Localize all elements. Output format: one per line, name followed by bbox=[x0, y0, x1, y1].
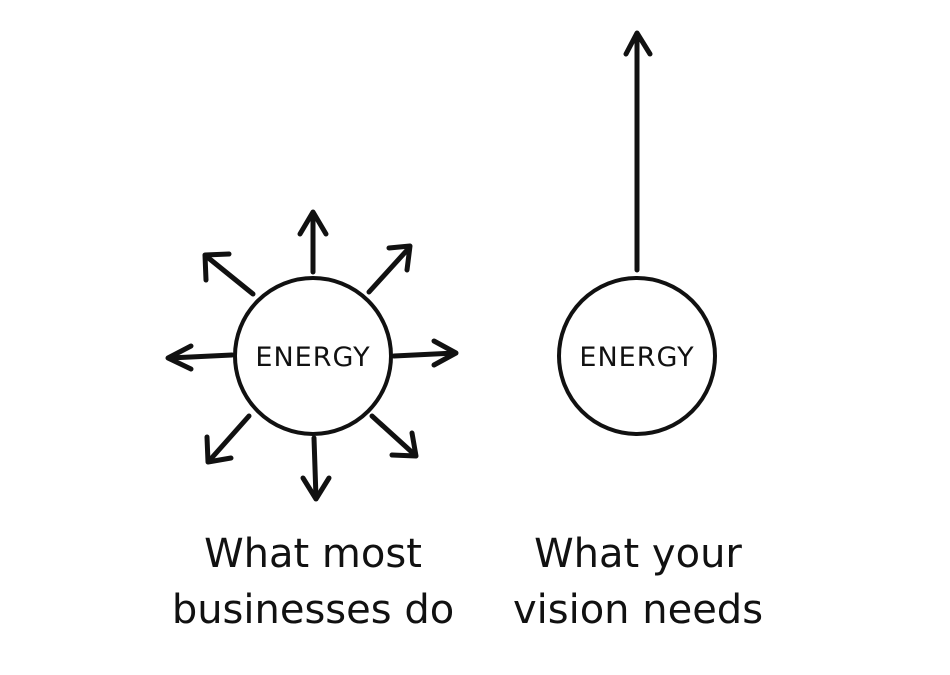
caption-left-line1: What most bbox=[204, 531, 422, 577]
arrow-up-right bbox=[366, 243, 413, 295]
focused-energy-group: ENERGY bbox=[557, 30, 717, 436]
energy-label-right: ENERGY bbox=[579, 342, 694, 373]
arrow-down-left bbox=[204, 413, 252, 465]
arrow-up-left bbox=[202, 251, 256, 297]
caption-scattered: What most businesses do bbox=[163, 526, 463, 638]
energy-circle-left bbox=[233, 276, 393, 436]
arrow-right bbox=[391, 338, 459, 368]
energy-circle-right bbox=[557, 276, 717, 436]
arrow-down bbox=[300, 435, 332, 502]
scattered-energy-group: ENERGY bbox=[165, 209, 459, 502]
arrow-down-right bbox=[369, 413, 419, 459]
energy-label-left: ENERGY bbox=[255, 342, 370, 373]
caption-left-line2: businesses do bbox=[171, 587, 455, 633]
arrow-up bbox=[297, 209, 329, 275]
caption-right-line1: What your bbox=[534, 531, 742, 577]
arrow-left bbox=[165, 343, 235, 372]
caption-focused: What your vision needs bbox=[488, 526, 788, 638]
arrow-focused-up bbox=[623, 30, 653, 273]
caption-right-line2: vision needs bbox=[512, 587, 764, 633]
